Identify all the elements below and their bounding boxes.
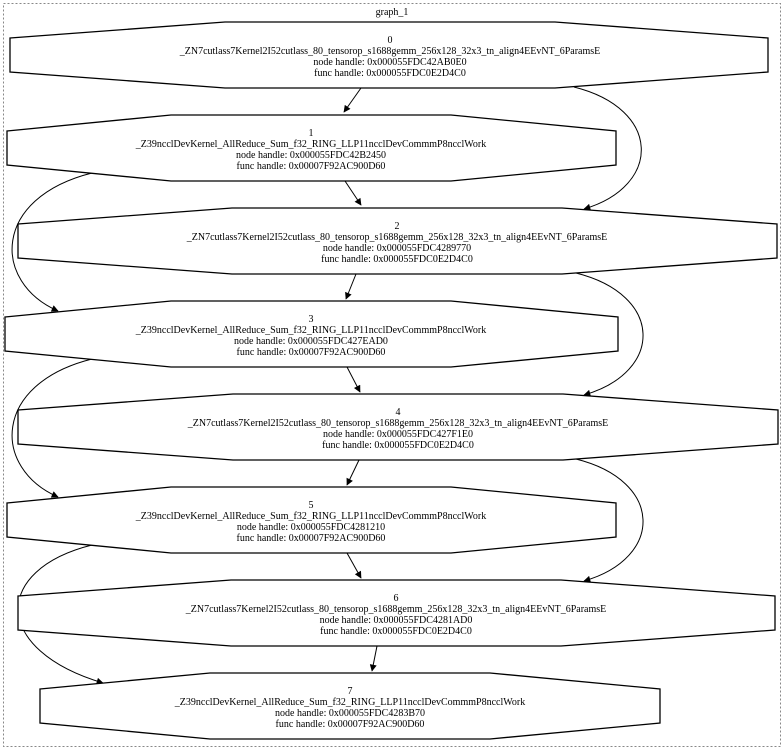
node-1-index: 1 [309,128,314,139]
node-7-func-handle: func handle: 0x00007F92AC900D60 [276,719,425,730]
node-7-octagon [39,672,661,740]
node-0-node-handle: node handle: 0x000055FDC42AB0E0 [313,57,466,68]
node-5-kernel-name: _Z39ncclDevKernel_AllReduce_Sum_f32_RING… [135,511,486,522]
node-4-node-handle: node handle: 0x000055FDC427F1E0 [323,429,473,440]
node-2-octagon [17,207,778,275]
edge-0-2 [573,86,642,211]
graph-node-0: 0 _ZN7cutlass7Kernel2I52cutlass_80_tenso… [9,21,769,89]
node-6-index: 6 [394,593,399,604]
node-5-index: 5 [309,500,314,511]
node-3-kernel-name: _Z39ncclDevKernel_AllReduce_Sum_f32_RING… [135,325,486,336]
edge-1-2 [344,180,362,206]
edge-0-1 [343,87,362,113]
edge-5-6 [346,552,362,579]
node-6-octagon [17,579,776,647]
graph-node-6: 6 _ZN7cutlass7Kernel2I52cutlass_80_tenso… [17,579,776,647]
node-7-index: 7 [348,686,353,697]
node-4-index: 4 [396,407,401,418]
edge-6-7 [369,645,378,672]
node-0-octagon [9,21,769,89]
edge-4-5 [346,459,360,486]
node-6-func-handle: func handle: 0x000055FDC0E2D4C0 [320,626,472,637]
node-4-kernel-name: _ZN7cutlass7Kernel2I52cutlass_80_tensoro… [187,418,609,429]
node-3-node-handle: node handle: 0x000055FDC427EAD0 [234,336,388,347]
graph-node-2: 2 _ZN7cutlass7Kernel2I52cutlass_80_tenso… [17,207,778,275]
node-0-index: 0 [388,35,393,46]
node-5-node-handle: node handle: 0x000055FDC4281210 [237,522,385,533]
node-0-kernel-name: _ZN7cutlass7Kernel2I52cutlass_80_tensoro… [179,46,601,57]
node-3-func-handle: func handle: 0x00007F92AC900D60 [237,347,386,358]
node-1-func-handle: func handle: 0x00007F92AC900D60 [237,161,386,172]
edge-3-5 [11,358,93,498]
node-7-kernel-name: _Z39ncclDevKernel_AllReduce_Sum_f32_RING… [174,697,525,708]
node-3-octagon [4,300,619,368]
node-2-func-handle: func handle: 0x000055FDC0E2D4C0 [321,254,473,265]
graph-node-5: 5 _Z39ncclDevKernel_AllReduce_Sum_f32_RI… [6,486,617,554]
node-2-kernel-name: _ZN7cutlass7Kernel2I52cutlass_80_tensoro… [186,232,608,243]
node-2-node-handle: node handle: 0x000055FDC4289770 [323,243,471,254]
edge-1-3 [11,172,93,312]
node-1-octagon [6,114,617,182]
edge-2-4 [575,272,644,397]
graph-node-1: 1 _Z39ncclDevKernel_AllReduce_Sum_f32_RI… [6,114,617,182]
edge-3-4 [346,366,361,393]
node-7-node-handle: node handle: 0x000055FDC4283B70 [275,708,425,719]
node-3-index: 3 [309,314,314,325]
node-2-index: 2 [395,221,400,232]
node-5-octagon [6,486,617,554]
node-5-func-handle: func handle: 0x00007F92AC900D60 [237,533,386,544]
node-6-kernel-name: _ZN7cutlass7Kernel2I52cutlass_80_tensoro… [185,604,607,615]
node-1-node-handle: node handle: 0x000055FDC42B2450 [236,150,386,161]
node-6-node-handle: node handle: 0x000055FDC4281AD0 [320,615,473,626]
edge-2-3 [345,273,357,300]
node-4-func-handle: func handle: 0x000055FDC0E2D4C0 [322,440,474,451]
cluster-border [3,3,781,747]
graph-node-4: 4 _ZN7cutlass7Kernel2I52cutlass_80_tenso… [17,393,779,461]
node-4-octagon [17,393,779,461]
graph-title: graph_1 [376,7,409,18]
graph-node-7: 7 _Z39ncclDevKernel_AllReduce_Sum_f32_RI… [39,672,661,740]
node-0-func-handle: func handle: 0x000055FDC0E2D4C0 [314,68,466,79]
edge-4-6 [575,458,644,583]
node-1-kernel-name: _Z39ncclDevKernel_AllReduce_Sum_f32_RING… [135,139,486,150]
graph-node-3: 3 _Z39ncclDevKernel_AllReduce_Sum_f32_RI… [4,300,619,368]
